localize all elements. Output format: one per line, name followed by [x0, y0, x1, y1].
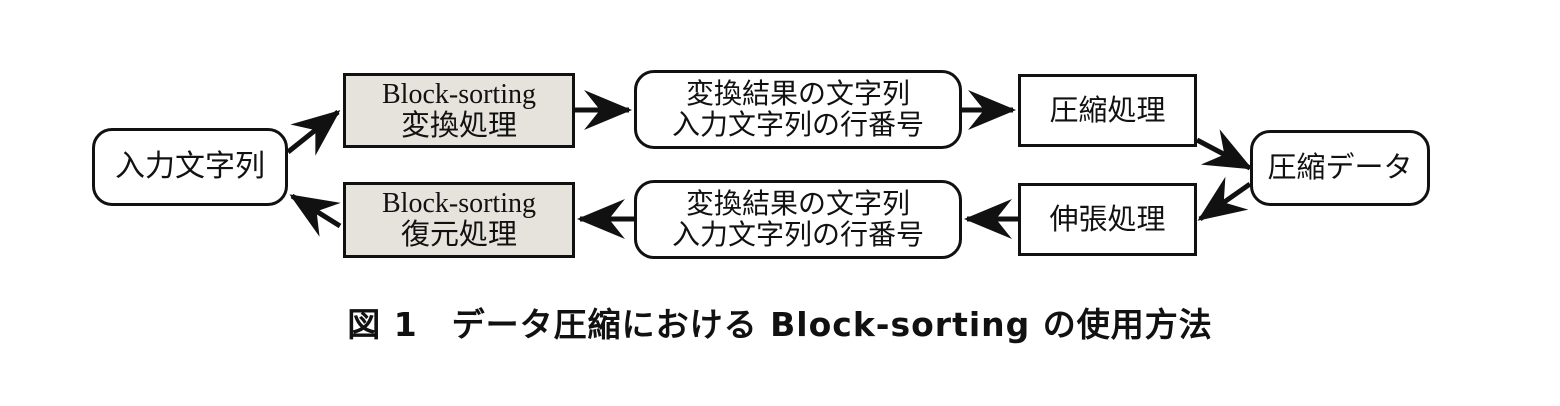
node-compress-process-label: 圧縮処理: [1049, 92, 1166, 127]
node-expand-process-label: 伸張処理: [1049, 201, 1166, 236]
node-block-sorting-reverse[interactable]: Block-sorting 復元処理: [343, 182, 575, 258]
node-transform-result-top[interactable]: 変換結果の文字列 入力文字列の行番号: [634, 70, 962, 149]
node-compressed-data[interactable]: 圧縮データ: [1250, 130, 1430, 206]
node-transform-result-bottom-line2: 入力文字列の行番号: [671, 217, 924, 251]
node-input-string[interactable]: 入力文字列: [92, 128, 288, 206]
edge-input-to-block-sorting-forward: [286, 110, 341, 156]
edge-block-sorting-reverse-to-input: [289, 193, 342, 237]
node-block-sorting-forward-line1: Block-sorting: [382, 78, 536, 110]
node-compressed-data-label: 圧縮データ: [1267, 150, 1413, 185]
node-block-sorting-reverse-line1: Block-sorting: [382, 188, 536, 220]
edge-compressed-data-to-expand: [1197, 176, 1252, 222]
node-block-sorting-reverse-line2: 復元処理: [400, 217, 517, 252]
node-transform-result-top-line2: 入力文字列の行番号: [671, 107, 924, 141]
edge-compress-to-compressed-data: [1195, 129, 1253, 171]
node-expand-process[interactable]: 伸張処理: [1018, 183, 1197, 256]
node-transform-result-top-line1: 変換結果の文字列: [685, 77, 910, 111]
figure-caption: 図 1 データ圧縮における Block-sorting の使用方法: [347, 305, 1213, 344]
node-block-sorting-forward-line2: 変換処理: [400, 107, 517, 142]
node-block-sorting-forward[interactable]: Block-sorting 変換処理: [343, 73, 575, 148]
node-transform-result-bottom[interactable]: 変換結果の文字列 入力文字列の行番号: [634, 180, 962, 259]
node-compress-process[interactable]: 圧縮処理: [1018, 74, 1197, 147]
node-input-string-label: 入力文字列: [115, 148, 265, 184]
node-transform-result-bottom-line1: 変換結果の文字列: [685, 187, 910, 221]
